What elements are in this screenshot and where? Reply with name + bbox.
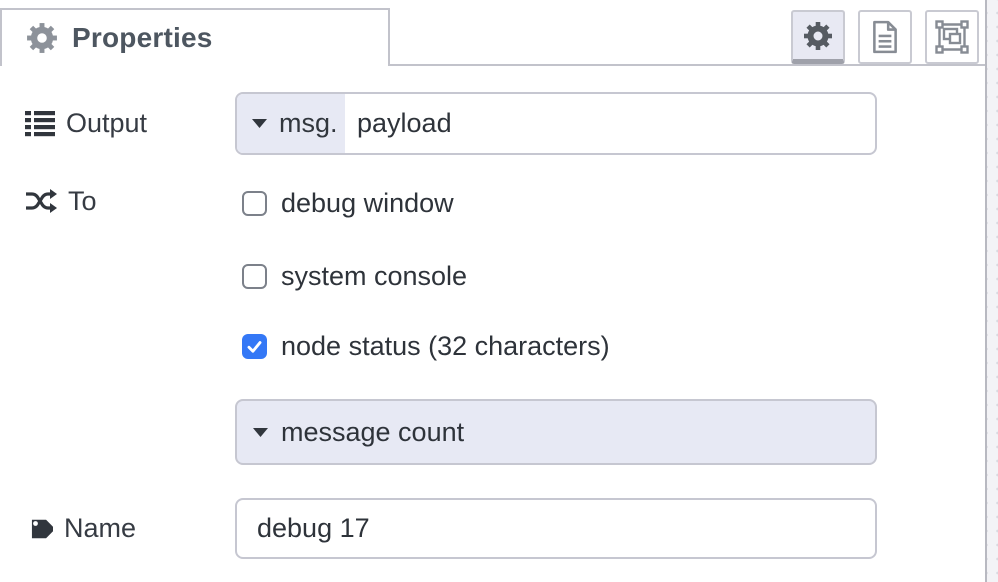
- gear-icon: [803, 21, 833, 51]
- output-typed-input: msg. payload: [235, 92, 877, 155]
- panel-resize-strip[interactable]: [987, 0, 998, 582]
- node-status-checkbox-row[interactable]: node status (32 characters): [242, 331, 610, 362]
- debug-window-label: debug window: [281, 188, 454, 218]
- description-tab-button[interactable]: [858, 10, 912, 64]
- tab-properties-label: Properties: [72, 22, 213, 53]
- gear-icon: [26, 22, 58, 54]
- debug-window-checkbox-row[interactable]: debug window: [242, 188, 454, 219]
- status-type-select[interactable]: message count: [235, 399, 877, 465]
- system-console-checkbox-row[interactable]: system console: [242, 261, 467, 292]
- document-icon: [871, 20, 899, 54]
- to-label-text: To: [68, 185, 97, 216]
- panel-right-border: [985, 0, 987, 582]
- name-input[interactable]: debug 17: [235, 498, 877, 559]
- output-type-label: msg.: [279, 108, 338, 138]
- output-property-input[interactable]: payload: [357, 108, 452, 138]
- system-console-label: system console: [281, 261, 468, 291]
- tab-properties[interactable]: Properties: [0, 8, 390, 66]
- output-row-label: Output: [25, 92, 147, 155]
- chevron-down-icon: [253, 427, 268, 437]
- output-label-text: Output: [66, 108, 148, 138]
- header-divider: [390, 64, 986, 66]
- system-console-checkbox[interactable]: [242, 264, 267, 289]
- node-status-checkbox[interactable]: [242, 334, 267, 359]
- debug-window-checkbox[interactable]: [242, 191, 267, 216]
- to-row-label: To: [25, 186, 97, 216]
- tag-icon: [25, 515, 53, 543]
- shuffle-icon: [25, 188, 57, 214]
- properties-tab-button[interactable]: [791, 10, 845, 64]
- node-status-label: node status (32 characters): [281, 331, 610, 361]
- output-type-select-button[interactable]: msg.: [237, 94, 345, 153]
- edit-dialog-toolbar: [791, 10, 979, 64]
- name-label-text: Name: [64, 513, 137, 543]
- status-type-value: message count: [281, 416, 465, 447]
- checkmark-icon: [245, 337, 264, 356]
- appearance-tab-button[interactable]: [925, 10, 979, 64]
- chevron-down-icon: [252, 119, 267, 128]
- appearance-icon: [935, 20, 969, 54]
- list-icon: [25, 110, 55, 137]
- name-row-label: Name: [25, 498, 136, 559]
